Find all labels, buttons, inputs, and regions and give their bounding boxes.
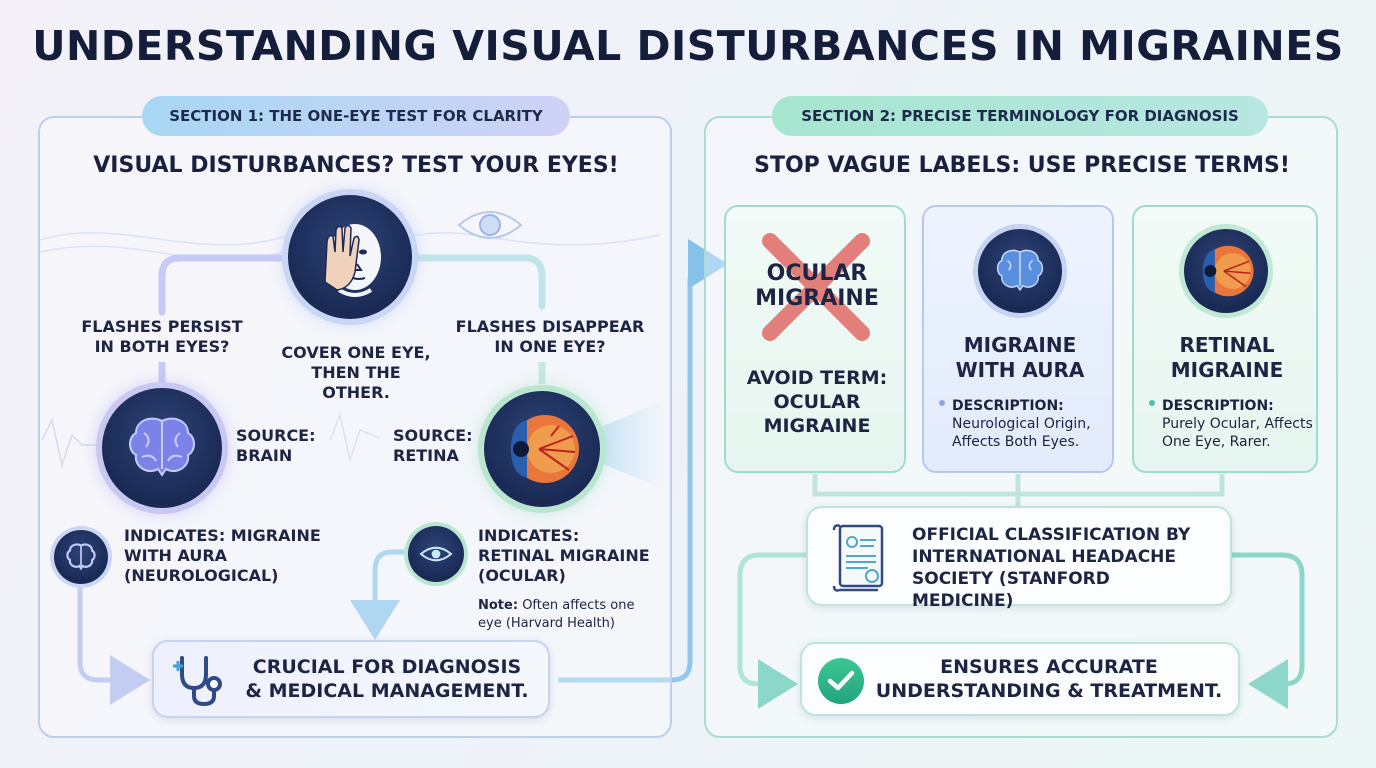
ensures-text: ENSURES ACCURATE UNDERSTANDING & TREATME… [875, 656, 1223, 702]
card3-desc-label: DESCRIPTION: [1162, 398, 1274, 414]
crucial-box: CRUCIAL FOR DIAGNOSIS & MEDICAL MANAGEME… [152, 640, 550, 718]
indicates-right: INDICATES: RETINAL MIGRAINE (OCULAR) [478, 526, 650, 585]
card-avoid-term: OCULAR MIGRAINE AVOID TERM: OCULAR MIGRA… [724, 205, 906, 473]
note-body: Often affects one eye (Harvard Health) [478, 598, 635, 631]
face-covering-eye-icon [288, 195, 412, 319]
right-question: FLASHES DISAPPEAR IN ONE EYE? [455, 317, 645, 356]
card3-description: DESCRIPTION: Purely Ocular, Affects One … [1148, 397, 1314, 452]
crucial-text: CRUCIAL FOR DIAGNOSIS & MEDICAL MANAGEME… [245, 656, 529, 702]
eye-icon [455, 205, 525, 245]
indicates-left: INDICATES: MIGRAINE WITH AURA (NEUROLOGI… [124, 526, 321, 585]
ensures-box: ENSURES ACCURATE UNDERSTANDING & TREATME… [800, 642, 1240, 716]
note-text: Note: Often affects one eye (Harvard Hea… [478, 597, 653, 632]
section1-heading: VISUAL DISTURBANCES? TEST YOUR EYES! [93, 153, 619, 178]
stethoscope-icon [170, 652, 230, 708]
card-migraine-with-aura: MIGRAINE WITH AURA DESCRIPTION: Neurolog… [922, 205, 1114, 473]
section2-heading: STOP VAGUE LABELS: USE PRECISE TERMS! [754, 153, 1290, 178]
wave-line [399, 232, 661, 246]
brain-icon [102, 388, 222, 508]
cover-instruction: COVER ONE EYE, THEN THE OTHER. [281, 343, 431, 402]
wave-line [41, 417, 102, 468]
source-retina-label: SOURCE: RETINA [393, 426, 473, 465]
left-question: FLASHES PERSIST IN BOTH EYES? [81, 317, 243, 356]
brain-icon [978, 229, 1062, 313]
cross-icon [756, 227, 876, 347]
crossed-term: OCULAR MIGRAINE [755, 261, 879, 312]
page-title: UNDERSTANDING VISUAL DISTURBANCES IN MIG… [32, 22, 1344, 70]
bullet-dot [939, 400, 945, 406]
card2-desc-label: DESCRIPTION: [952, 398, 1064, 414]
document-scroll-icon [828, 520, 892, 596]
card-retinal-migraine: RETINAL MIGRAINE DESCRIPTION: Purely Ocu… [1132, 205, 1318, 473]
eye-icon [408, 526, 464, 582]
card2-desc-text: Neurological Origin, Affects Both Eyes. [952, 416, 1091, 451]
card3-title: RETINAL MIGRAINE [1170, 333, 1284, 382]
card3-desc-text: Purely Ocular, Affects One Eye, Rarer. [1162, 416, 1313, 451]
note-label: Note: [478, 598, 519, 613]
retina-icon [1184, 229, 1268, 313]
brain-icon [54, 530, 108, 584]
official-classification-box: OFFICIAL CLASSIFICATION BY INTERNATIONAL… [806, 506, 1232, 611]
retina-icon [484, 391, 600, 507]
card2-title: MIGRAINE WITH AURA [955, 333, 1085, 382]
avoid-term-caption: AVOID TERM: OCULAR MIGRAINE [746, 367, 888, 437]
source-brain-label: SOURCE: BRAIN [236, 426, 316, 465]
checkmark-icon [818, 658, 864, 704]
wave-line [329, 412, 381, 463]
section2-pill: SECTION 2: PRECISE TERMINOLOGY FOR DIAGN… [772, 96, 1268, 136]
section1-pill: SECTION 1: THE ONE-EYE TEST FOR CLARITY [142, 96, 570, 136]
bullet-dot [1149, 400, 1155, 406]
card2-description: DESCRIPTION: Neurological Origin, Affect… [938, 397, 1110, 452]
official-text: OFFICIAL CLASSIFICATION BY INTERNATIONAL… [912, 525, 1191, 612]
